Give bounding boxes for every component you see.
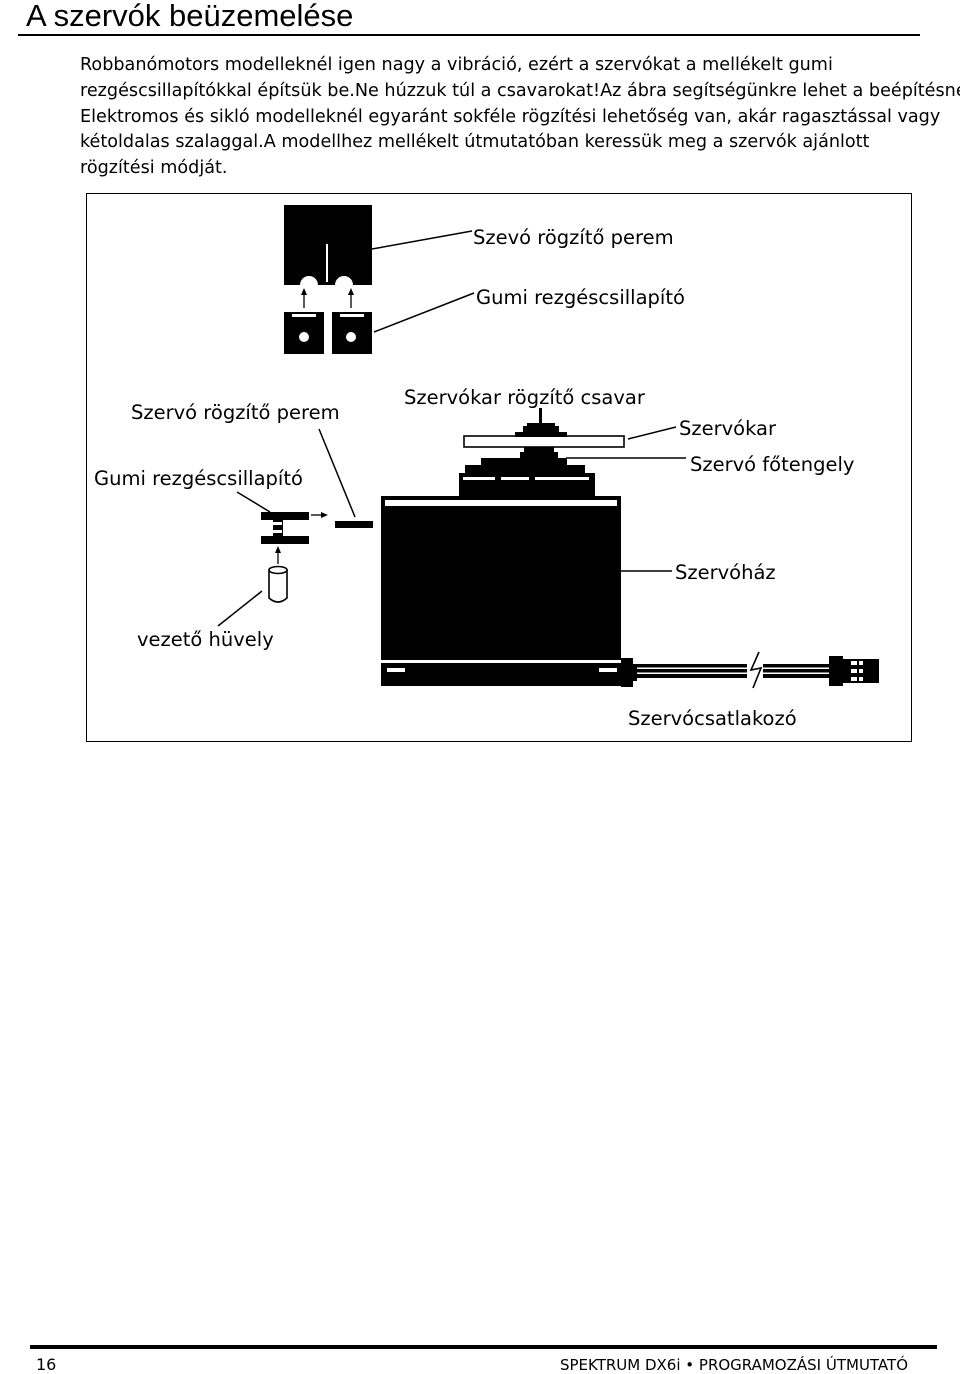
grommet-exploded-detail [217,428,373,627]
page-number: 16 [36,1355,57,1374]
paragraph-line: rögzítési módját. [80,158,228,179]
label-horn-screw: Szervókar rögzítő csavar [404,386,646,409]
paragraph-line: Robbanómotors modelleknél igen nagy a vi… [80,55,833,75]
label-top-flange: Szevó rögzítő perem [473,226,674,249]
label-top-grommet: Gumi rezgéscsillapító [476,286,685,309]
paragraph-line: rezgéscsillapítókkal építsük be.Ne húzzu… [80,80,960,101]
paragraph-line: kétoldalas szalaggal.A modellhez melléke… [80,132,870,153]
servo-mounting-diagram: Szevó rögzítő perem Gumi rezgéscsillapít… [94,205,879,730]
paragraph-line: Elektromos és sikló modelleknél egyaránt… [80,106,941,127]
label-left-flange: Szervó rögzítő perem [131,401,340,424]
servo-illustration [381,408,637,687]
servo-lead-and-connector [637,651,879,689]
servo-leaders [566,426,686,572]
intro-paragraph: Robbanómotors modelleknél igen nagy a vi… [80,53,960,182]
footer-divider [30,1345,937,1349]
label-case: Szervóház [675,561,776,584]
label-eyelet: vezető hüvely [137,628,274,651]
servo-mounting-figure: Szevó rögzítő perem Gumi rezgéscsillapít… [86,193,912,742]
footer-title: SPEKTRUM DX6i • PROGRAMOZÁSI ÚTMUTATÓ [559,1356,908,1374]
title-divider [18,34,920,36]
label-horn: Szervókar [679,417,777,440]
label-connector: Szervócsatlakozó [628,707,797,730]
label-left-grommet: Gumi rezgéscsillapító [94,467,303,490]
flange-detail-top [284,205,475,354]
label-output-shaft: Szervó főtengely [690,453,854,476]
page-title: A szervók beüzemelése [26,0,354,33]
